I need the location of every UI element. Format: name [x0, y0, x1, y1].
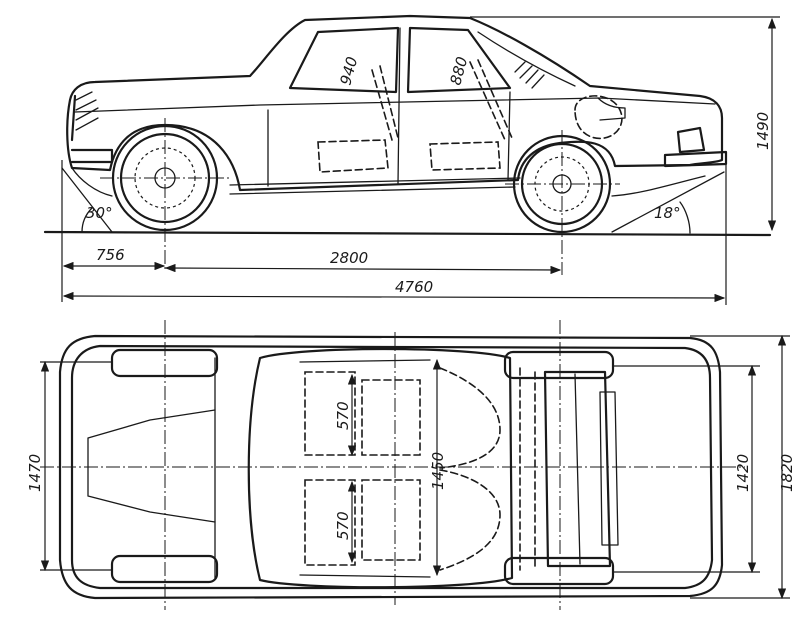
top-view: 1470 570 570 1450 1420 1820 [26, 320, 796, 610]
front-seat-width-label: 570 [334, 401, 352, 430]
approach-angle-arc [81, 207, 93, 233]
approach-angle-label: 30° [86, 204, 113, 222]
rear-window [406, 26, 512, 94]
fuel-cap [597, 97, 626, 121]
front-track-label: 1470 [26, 454, 44, 492]
departure-angle-line [611, 171, 725, 233]
rear-track-label: 1420 [734, 454, 752, 492]
top-body-outline [58, 334, 724, 600]
front-seat-left-cushion [361, 379, 421, 456]
front-seat-right [304, 479, 356, 566]
trunk-lid [543, 370, 612, 568]
overall-length-label: 4760 [395, 278, 433, 296]
approach-angle-line [61, 167, 113, 233]
overall-height-label: 1490 [754, 112, 772, 150]
rear-seat-cushion [429, 141, 501, 171]
rear-seat-back [469, 59, 513, 141]
c-pillar-hatching [514, 61, 545, 89]
ground-line [43, 230, 772, 237]
overall-length-dim [62, 291, 726, 303]
rear-wheel [505, 130, 620, 275]
rear-underbody [611, 175, 706, 197]
front-wheel [100, 118, 230, 270]
b-pillar-line [397, 27, 401, 185]
departure-angle-label: 18° [654, 204, 681, 222]
rear-left-wheel [503, 350, 615, 380]
hood-panel [87, 409, 216, 523]
front-bumper [70, 94, 114, 164]
rear-bumper [663, 150, 728, 168]
side-view: 30° 18° 940 880 756 2800 4760 1490 [43, 14, 780, 305]
front-overhang-label: 756 [96, 246, 125, 264]
c-pillar-line [507, 91, 511, 181]
front-seat-height-label: 940 [336, 55, 361, 87]
rear-seat-height-label: 880 [446, 55, 471, 87]
rear-seat-back [519, 367, 536, 571]
front-underbody [71, 167, 113, 197]
departure-angle-arc [679, 201, 691, 234]
wheelbase-label: 2800 [330, 249, 368, 267]
overall-width-label: 1820 [778, 454, 796, 492]
rear-screen [477, 31, 576, 87]
rocker-line [229, 186, 516, 195]
front-window [288, 26, 400, 94]
rear-right-wheel [503, 556, 615, 586]
belt-line [74, 97, 716, 113]
sill-line [229, 177, 521, 186]
front-seat-cushion [317, 139, 389, 173]
spare-wheel [574, 95, 623, 140]
rear-light [676, 126, 706, 154]
car-body-outline [66, 14, 724, 192]
interior-width-label: 1450 [429, 452, 447, 490]
front-right-wheel [110, 554, 219, 584]
rear-seat-width-label: 570 [334, 511, 352, 540]
front-seat-back [371, 65, 399, 141]
grille-hatch [75, 91, 99, 131]
top-body-inner [70, 344, 714, 590]
rear-seat-bench [439, 367, 501, 571]
trunk-details [574, 373, 619, 565]
door-tops [299, 359, 431, 578]
wheelbase-dim [164, 263, 562, 275]
front-seat-right-cushion [361, 479, 421, 561]
